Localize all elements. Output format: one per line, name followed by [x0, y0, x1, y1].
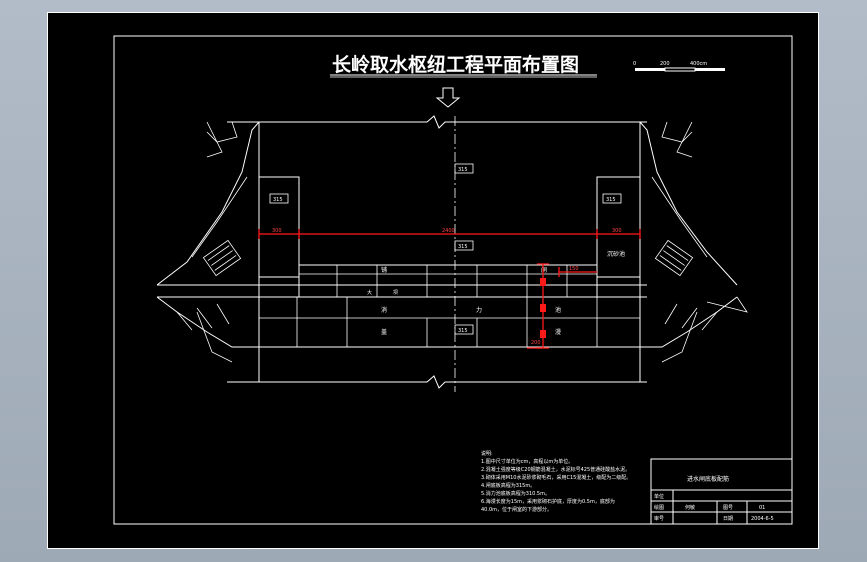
center-elev-box-1 — [454, 163, 474, 174]
notes-heading: 说明: — [481, 450, 493, 457]
label-gate-a: 闸 — [541, 266, 547, 274]
center-elevation-3: 315 — [458, 328, 468, 334]
label-hall-b: 力 — [476, 306, 482, 314]
dimension-lines: 2400 300 300 150 200 — [258, 228, 641, 349]
scale-label-0: 0 — [633, 61, 636, 67]
dim-mid: 150 — [569, 266, 579, 272]
note-6: 6.海漫长度为15m，采用浆砌石护底，厚度为0.5m，底部为 — [481, 498, 615, 505]
note-5: 5.消力池底板高程为310.5m。 — [481, 490, 550, 497]
label-hall-c: 池 — [555, 306, 561, 314]
title-block-draw-label: 绘图 — [654, 504, 664, 511]
label-pool-a: 铺 — [381, 266, 387, 274]
drawing-sheet: 长岭取水枢纽工程平面布置图 0 200 400cm — [47, 12, 819, 549]
left-abutment — [258, 176, 300, 278]
scale-label-400: 400cm — [690, 61, 707, 67]
title-block-unit: 单位 — [654, 493, 664, 500]
right-elevation: 315 — [606, 197, 616, 203]
note-3: 3.砌体采用M10水泥砂浆砌毛石，采用C15混凝土，级配为二级配。 — [481, 474, 631, 481]
outer-frame — [47, 12, 819, 549]
top-break-line — [227, 115, 647, 129]
title-block: 进水闸底板配筋 单位 绘图 何敏 图号 01 审号 日期 2004-6-5 — [650, 458, 793, 525]
drawing-title: 长岭取水枢纽工程平面布置图 — [332, 53, 579, 76]
scale-bar: 0 200 400cm — [633, 61, 725, 72]
title-block-date-label: 日期 — [723, 516, 733, 522]
scale-label-200: 200 — [660, 61, 670, 67]
stilling-basin — [258, 296, 641, 348]
right-abutment — [596, 176, 641, 278]
center-elev-box-2 — [454, 240, 474, 251]
dim-right: 300 — [612, 228, 622, 234]
title-block-no-label: 图号 — [723, 505, 733, 511]
note-1: 1.图中尺寸单位为cm，高程以m为单位。 — [481, 458, 573, 465]
title-block-draw-name: 何敏 — [685, 504, 695, 511]
right-wing-wall — [639, 121, 748, 363]
note-4: 4.闸底板高程为315m。 — [481, 482, 535, 489]
center-elev-box-3 — [454, 324, 474, 335]
dim-left: 300 — [272, 228, 282, 234]
label-pool-b: 盖 — [381, 328, 387, 336]
title-block-name: 进水闸底板配筋 — [687, 475, 729, 483]
dim-total: 2400 — [442, 228, 455, 234]
title-block-check-label: 审号 — [654, 515, 664, 522]
label-sand-basin: 沉砂池 — [607, 250, 625, 258]
center-elevation-1: 315 — [458, 167, 468, 173]
note-7: 40.0m，位于闸室的下游部分。 — [481, 506, 552, 513]
notes-block: 说明: 1.图中尺寸单位为cm，高程以m为单位。 2.混凝土强度等级C20钢筋混… — [481, 450, 631, 513]
dim-gate: 200 — [531, 340, 541, 346]
title-block-date: 2004-6-5 — [751, 516, 774, 522]
label-gate-f: 漫 — [555, 328, 561, 336]
left-elevation: 315 — [273, 197, 283, 203]
note-2: 2.混凝土强度等级C20钢筋混凝土，水泥标号425普通硅酸盐水泥。 — [481, 466, 630, 473]
label-road-a: 大 — [367, 289, 372, 296]
right-elev-box — [602, 193, 622, 204]
center-elevation-2: 315 — [458, 244, 468, 250]
left-wing-wall — [156, 121, 260, 363]
left-elev-box — [269, 193, 289, 204]
plan-drawing: 长岭取水枢纽工程平面布置图 0 200 400cm — [47, 12, 819, 549]
title-block-no: 01 — [759, 505, 765, 511]
label-hall-a: 消 — [381, 306, 387, 314]
label-road-b: 坝 — [393, 289, 398, 296]
flow-arrow-icon — [435, 87, 461, 108]
gate-chamber-block — [298, 264, 598, 298]
inner-frame — [113, 35, 793, 525]
bottom-break-line — [227, 375, 647, 389]
